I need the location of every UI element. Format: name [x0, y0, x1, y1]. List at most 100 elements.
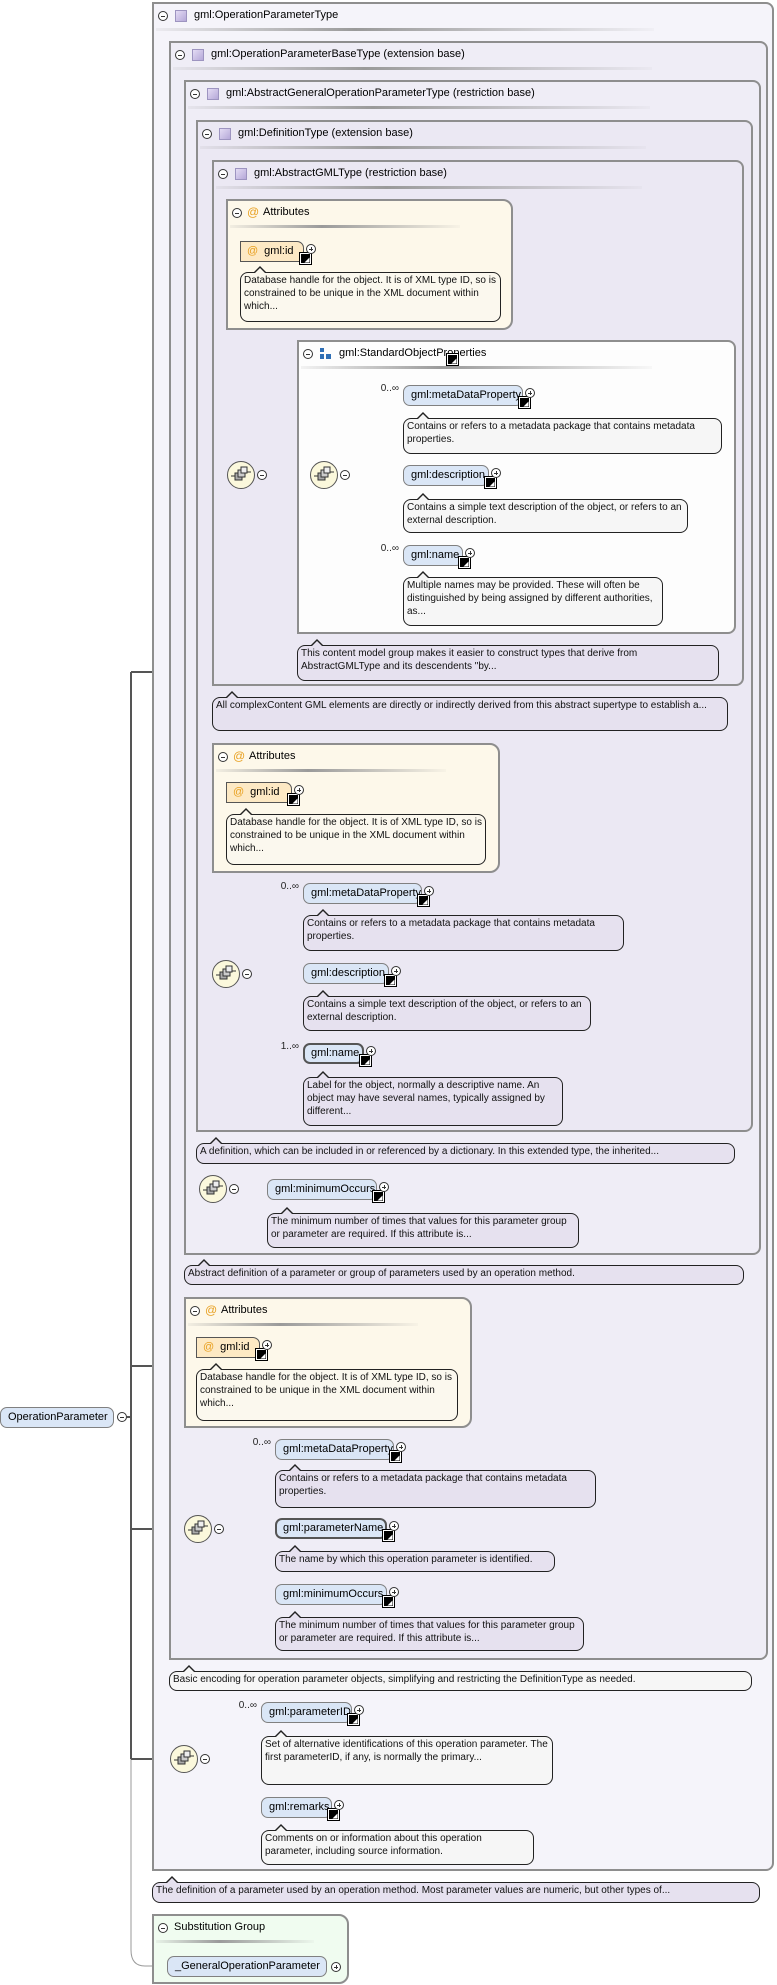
collapse-icon[interactable]	[158, 11, 168, 21]
description-tooltip: Contains a simple text description of th…	[303, 990, 591, 1031]
reference-arrow-icon[interactable]	[347, 1713, 360, 1726]
sequence-compositor-icon[interactable]	[227, 461, 255, 489]
attribute-gml-id[interactable]: @gml:id	[240, 241, 304, 262]
reference-arrow-icon[interactable]	[255, 1348, 268, 1361]
expand-icon[interactable]	[389, 1587, 399, 1597]
element-node[interactable]: gml:metaDataProperty	[275, 1439, 394, 1460]
collapse-icon[interactable]	[232, 208, 242, 218]
expand-icon[interactable]	[334, 1800, 344, 1810]
expand-icon[interactable]	[354, 1705, 364, 1715]
description-tooltip: Set of alternative identifications of th…	[261, 1730, 553, 1785]
description-tooltip: Database handle for the object. It is of…	[196, 1363, 458, 1421]
collapse-icon[interactable]	[229, 1184, 239, 1194]
collapse-icon[interactable]	[242, 969, 252, 979]
root-element-operation-parameter[interactable]: OperationParameter	[0, 1407, 114, 1428]
expand-icon[interactable]	[491, 468, 501, 478]
element-node[interactable]: gml:metaDataProperty	[303, 883, 422, 904]
element-node[interactable]: gml:parameterName	[275, 1518, 387, 1539]
element-node[interactable]: gml:minimumOccurs	[275, 1584, 387, 1605]
collapse-icon[interactable]	[175, 50, 185, 60]
complex-type-icon	[235, 168, 247, 180]
box-title: gml:AbstractGeneralOperationParameterTyp…	[226, 87, 535, 99]
attribute-name: gml:id	[250, 786, 280, 798]
expand-icon[interactable]	[262, 1340, 272, 1350]
collapse-icon[interactable]	[218, 169, 228, 179]
reference-arrow-icon[interactable]	[446, 353, 459, 366]
sequence-compositor-icon[interactable]	[212, 960, 240, 988]
element-node[interactable]: _GeneralOperationParameter	[167, 1956, 327, 1977]
collapse-icon[interactable]	[257, 470, 267, 480]
description-tooltip: Abstract definition of a parameter or gr…	[184, 1259, 744, 1285]
sequence-compositor-icon[interactable]	[310, 461, 338, 489]
header-divider	[156, 28, 654, 31]
reference-arrow-icon[interactable]	[484, 476, 497, 489]
reference-arrow-icon[interactable]	[417, 894, 430, 907]
collapse-icon[interactable]	[340, 470, 350, 480]
expand-icon[interactable]	[391, 966, 401, 976]
element-node[interactable]: gml:parameterID	[261, 1702, 352, 1723]
expand-icon[interactable]	[331, 1962, 341, 1972]
connector-line	[130, 1759, 167, 1967]
collapse-icon[interactable]	[117, 1412, 127, 1422]
collapse-icon[interactable]	[158, 1923, 168, 1933]
element-node[interactable]: gml:name	[303, 1043, 364, 1064]
box-title: Substitution Group	[174, 1921, 266, 1933]
reference-arrow-icon[interactable]	[382, 1595, 395, 1608]
attribute-name: gml:id	[220, 1341, 250, 1353]
expand-icon[interactable]	[465, 548, 475, 558]
description-tooltip: The definition of a parameter used by an…	[152, 1876, 760, 1903]
collapse-icon[interactable]	[218, 752, 228, 762]
expand-icon[interactable]	[389, 1521, 399, 1531]
element-node[interactable]: gml:metaDataProperty	[403, 385, 523, 406]
collapse-icon[interactable]	[303, 349, 313, 359]
collapse-icon[interactable]	[200, 1754, 210, 1764]
element-node[interactable]: gml:name	[403, 545, 463, 566]
description-tooltip: Basic encoding for operation parameter o…	[169, 1665, 752, 1691]
reference-arrow-icon[interactable]	[382, 1529, 395, 1542]
sequence-compositor-icon[interactable]	[170, 1745, 198, 1773]
description-tooltip: Contains or refers to a metadata package…	[303, 909, 624, 951]
attribute-gml-id[interactable]: @gml:id	[196, 1337, 260, 1358]
element-node[interactable]: gml:description	[303, 963, 389, 984]
reference-arrow-icon[interactable]	[458, 556, 471, 569]
header-divider	[173, 67, 653, 70]
box-title: gml:AbstractGMLType (restriction base)	[254, 167, 447, 179]
expand-icon[interactable]	[306, 244, 316, 254]
occurrence-label: 0..∞	[380, 383, 399, 394]
expand-icon[interactable]	[379, 1182, 389, 1192]
header-divider	[230, 225, 460, 228]
expand-icon[interactable]	[294, 785, 304, 795]
reference-arrow-icon[interactable]	[372, 1190, 385, 1203]
model-group-icon	[320, 348, 332, 360]
header-divider	[216, 769, 447, 772]
reference-arrow-icon[interactable]	[389, 1450, 402, 1463]
element-node[interactable]: gml:minimumOccurs	[267, 1179, 377, 1200]
collapse-icon[interactable]	[214, 1524, 224, 1534]
attribute-icon: @	[233, 749, 246, 763]
sequence-compositor-icon[interactable]	[199, 1175, 227, 1203]
collapse-icon[interactable]	[202, 129, 212, 139]
reference-arrow-icon[interactable]	[359, 1054, 372, 1067]
description-tooltip: A definition, which can be included in o…	[196, 1137, 735, 1164]
expand-icon[interactable]	[525, 388, 535, 398]
collapse-icon[interactable]	[190, 89, 200, 99]
element-node[interactable]: gml:remarks	[261, 1797, 332, 1818]
expand-icon[interactable]	[366, 1046, 376, 1056]
description-tooltip: The minimum number of times that values …	[267, 1207, 579, 1248]
sequence-compositor-icon[interactable]	[184, 1515, 212, 1543]
complex-type-icon	[207, 88, 219, 100]
reference-arrow-icon[interactable]	[299, 252, 312, 265]
reference-arrow-icon[interactable]	[384, 974, 397, 987]
reference-arrow-icon[interactable]	[327, 1808, 340, 1821]
expand-icon[interactable]	[396, 1442, 406, 1452]
element-node[interactable]: gml:description	[403, 465, 489, 486]
reference-arrow-icon[interactable]	[518, 396, 531, 409]
occurrence-label: 0..∞	[252, 1437, 271, 1448]
description-tooltip: Label for the object, normally a descrip…	[303, 1071, 563, 1126]
reference-arrow-icon[interactable]	[287, 793, 300, 806]
description-tooltip: Contains a simple text description of th…	[403, 493, 688, 533]
attribute-gml-id[interactable]: @gml:id	[226, 782, 292, 803]
collapse-icon[interactable]	[190, 1306, 200, 1316]
attribute-icon: @	[205, 1303, 218, 1317]
expand-icon[interactable]	[424, 886, 434, 896]
